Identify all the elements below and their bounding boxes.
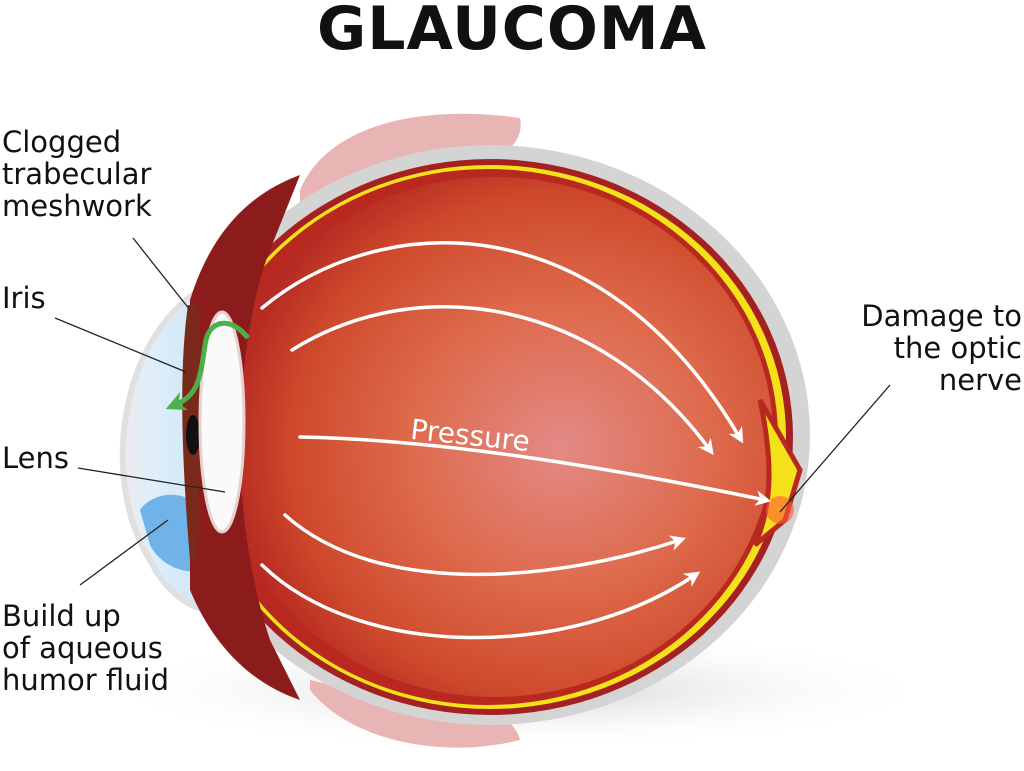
label-line: nerve (938, 363, 1022, 397)
lens (198, 310, 246, 534)
label-aqueous-fluid: Build up of aqueous humor fluid (2, 600, 169, 696)
diagram-title: GLAUCOMA (317, 0, 707, 64)
label-line: trabecular (2, 157, 152, 191)
label-line: Damage to (861, 299, 1022, 333)
ciliary-body (190, 175, 300, 700)
label-line: humor fluid (2, 663, 170, 697)
label-trabecular-meshwork: Clogged trabecular meshwork (2, 126, 152, 222)
pressure-arrows (260, 241, 772, 640)
label-lens: Lens (2, 441, 69, 475)
label-line: meshwork (2, 189, 152, 223)
fluid-flow-arrow (165, 320, 250, 411)
label-optic-nerve-damage: Damage to the optic nerve (861, 300, 1022, 396)
vitreous (217, 177, 773, 697)
label-line: the optic (893, 331, 1022, 365)
leader-lines (54, 237, 891, 586)
aqueous-fluid (140, 494, 200, 572)
label-line: of aqueous (2, 631, 163, 665)
label-line: Clogged (2, 125, 122, 159)
label-line: Build up (2, 599, 121, 633)
pupil (186, 415, 200, 455)
label-iris: Iris (2, 281, 46, 315)
